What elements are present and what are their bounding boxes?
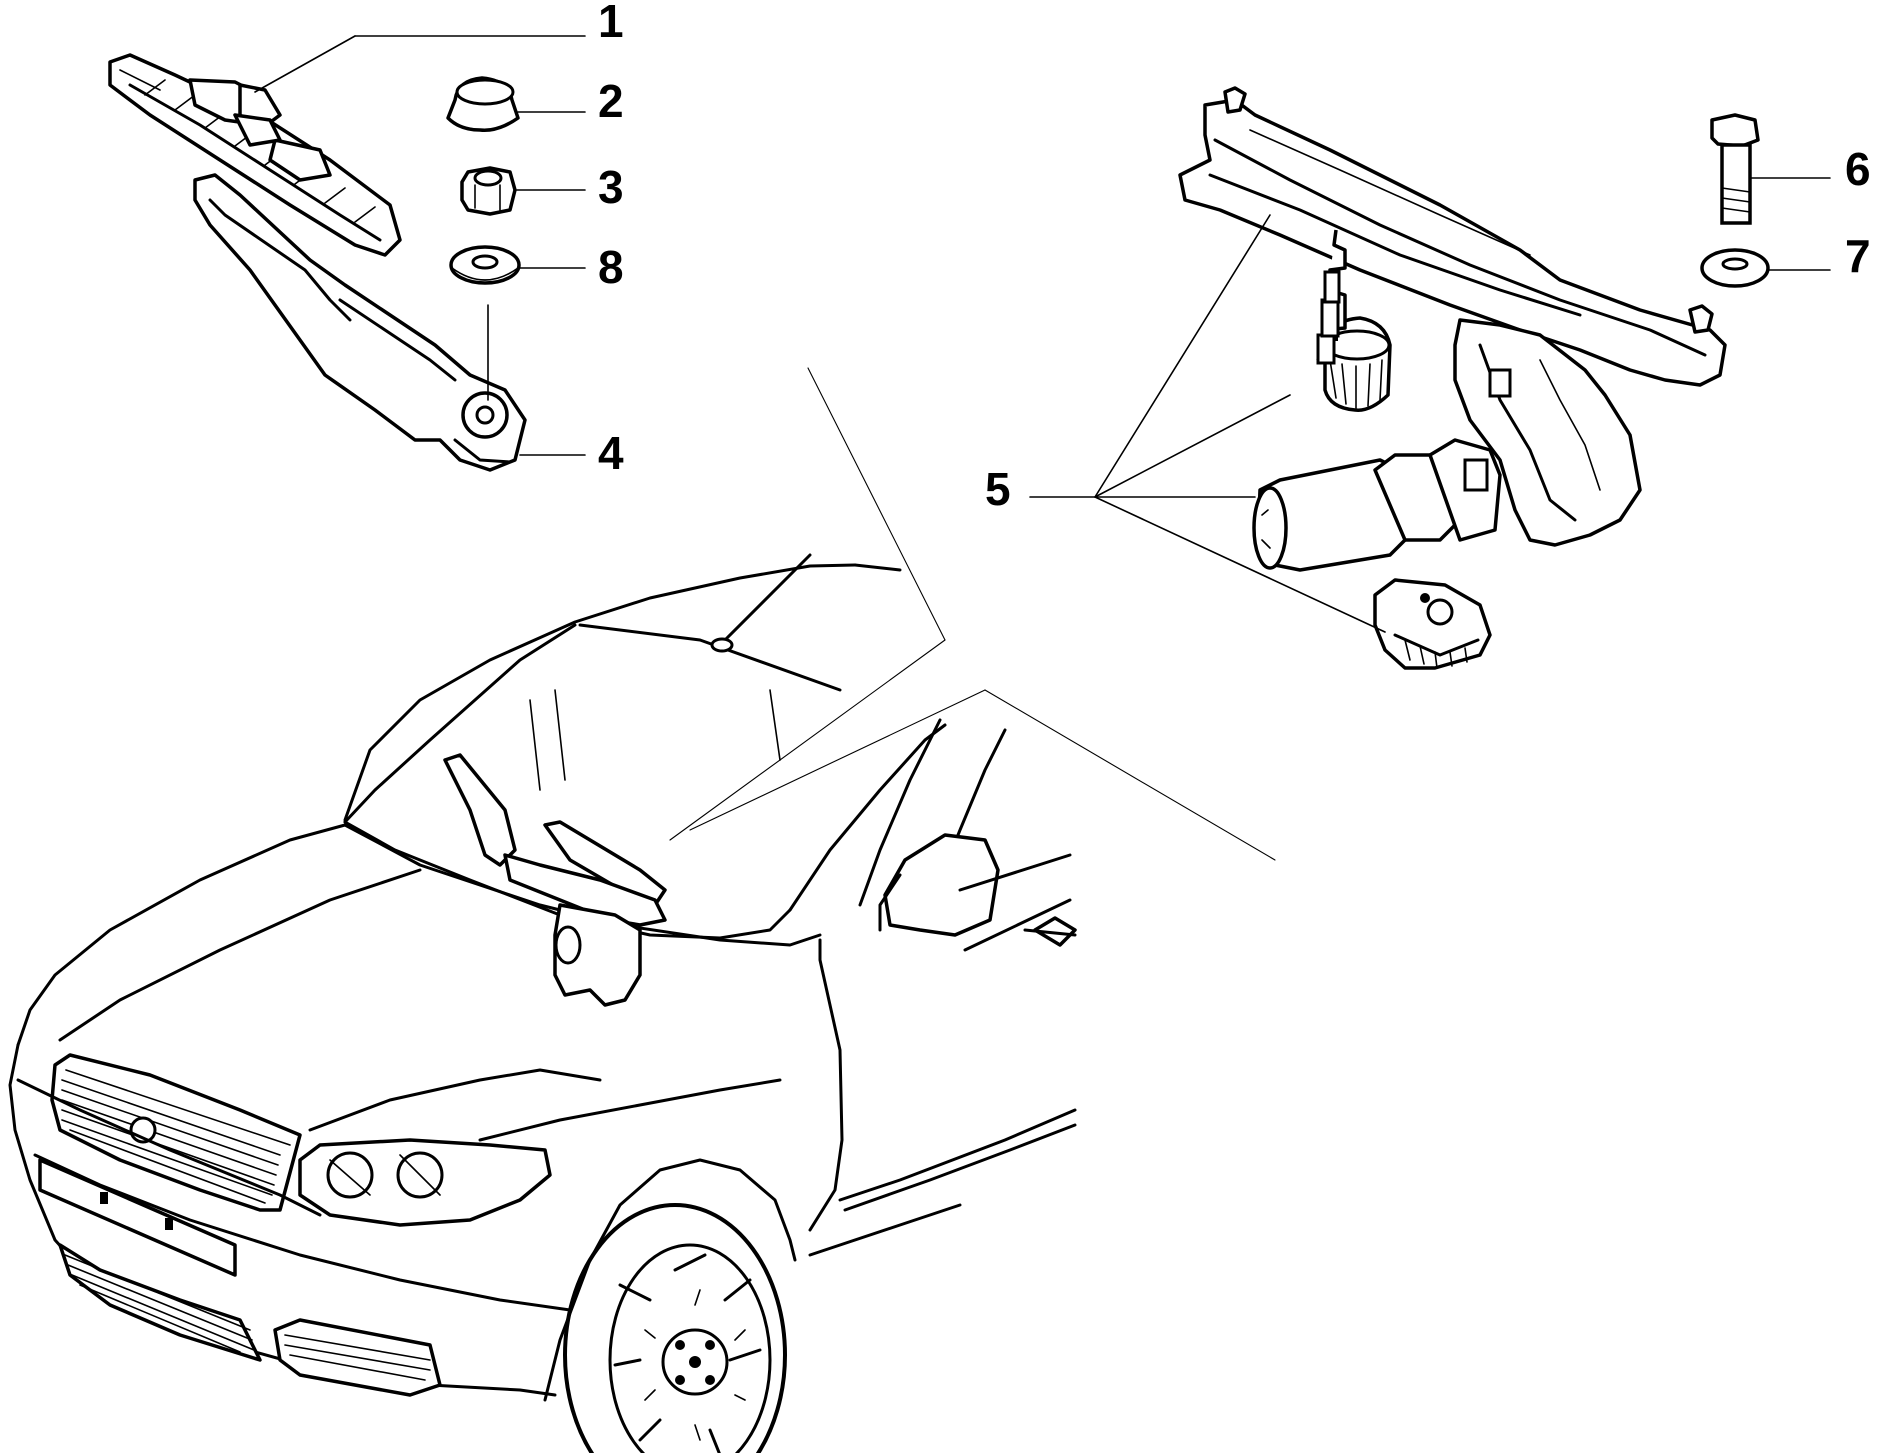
callout-5: 5 [985,463,1011,515]
motor-bracket [1373,578,1492,670]
washer-8 [449,245,521,285]
car-illustration [8,553,1077,1453]
gear-crank [1316,229,1392,412]
callout-3: 3 [598,161,624,213]
cap [446,76,520,132]
locator-lines [669,367,1276,861]
callout-6: 6 [1845,143,1871,195]
nut [460,166,517,216]
wiper-blade [108,53,402,257]
callout-4: 4 [598,427,624,479]
leader-lines-5 [1029,214,1386,633]
leader-line-1 [254,35,356,93]
washer-7 [1700,248,1770,288]
callout-1: 1 [598,0,624,47]
callout-7: 7 [1845,230,1871,282]
callout-2: 2 [598,75,624,127]
callout-8: 8 [598,241,624,293]
bolt [1710,113,1760,225]
wiper-linkage [1178,86,1727,547]
wiper-motor [1252,438,1502,572]
wiper-arm [193,173,527,472]
